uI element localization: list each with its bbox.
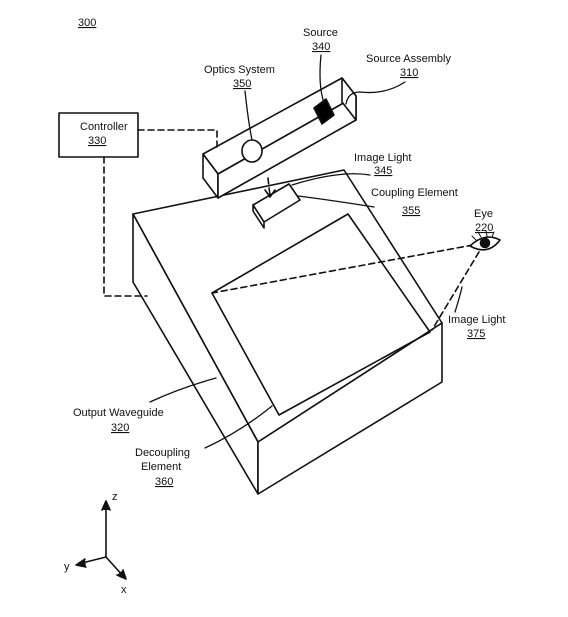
leader-source-assembly bbox=[345, 81, 406, 105]
decoupling-element-label-line2: Element bbox=[141, 461, 181, 473]
coupling-element-ref: 355 bbox=[402, 205, 420, 217]
labels: Source 340 Source Assembly 310 Optics Sy… bbox=[64, 27, 505, 596]
leader-lines bbox=[149, 54, 463, 449]
output-waveguide-ref: 320 bbox=[111, 422, 129, 434]
decoupling-element-label-line1: Decoupling bbox=[135, 447, 190, 459]
image-light-375-ray bbox=[431, 251, 480, 331]
controller-ref: 330 bbox=[88, 135, 106, 147]
waveguide-right-face bbox=[257, 322, 443, 495]
leader-output-waveguide bbox=[149, 377, 217, 403]
image-light-375-ref: 375 bbox=[467, 328, 485, 340]
source-assembly-ref: 310 bbox=[400, 67, 418, 79]
coupling-element-label: Coupling Element bbox=[371, 187, 458, 199]
axes bbox=[75, 500, 127, 580]
output-waveguide-block bbox=[132, 169, 443, 495]
source-block bbox=[313, 98, 335, 125]
leader-decoupling-element bbox=[204, 405, 273, 449]
leader-image-light-345 bbox=[291, 173, 371, 186]
source-assembly-label: Source Assembly bbox=[366, 53, 451, 65]
image-light-345-label: Image Light bbox=[354, 152, 411, 164]
output-waveguide-label: Output Waveguide bbox=[73, 407, 164, 419]
eye-label: Eye bbox=[474, 208, 493, 220]
decoupling-element-ref: 360 bbox=[155, 476, 173, 488]
controller-box bbox=[58, 112, 139, 158]
image-light-345-ref: 345 bbox=[374, 165, 392, 177]
leader-coupling-element bbox=[297, 195, 375, 208]
leader-optics-system bbox=[244, 90, 253, 141]
optics-system-label: Optics System bbox=[204, 64, 275, 76]
leader-image-light-375 bbox=[454, 286, 463, 313]
eye-ref: 220 bbox=[475, 222, 493, 234]
optics-system-ref: 350 bbox=[233, 78, 251, 90]
y-axis-label: y bbox=[64, 561, 70, 573]
z-axis-label: z bbox=[112, 491, 118, 503]
source-label: Source bbox=[303, 27, 338, 39]
source-assembly-bar bbox=[202, 77, 357, 199]
decoupling-element-shape bbox=[211, 213, 431, 416]
eye-icon bbox=[469, 230, 501, 251]
eye-to-decoupling-light bbox=[211, 244, 474, 294]
image-light-arrowhead bbox=[264, 189, 276, 198]
optics-lens-circle bbox=[241, 139, 263, 163]
source-ref: 340 bbox=[312, 41, 330, 53]
figure-number: 300 bbox=[78, 17, 96, 29]
controller-label: Controller bbox=[80, 121, 128, 133]
image-light-375-label: Image Light bbox=[448, 314, 505, 326]
controller-to-optics-line bbox=[137, 129, 218, 151]
coupling-element-shape bbox=[252, 183, 301, 229]
optics-to-coupling-light bbox=[267, 177, 271, 197]
controller-to-waveguide-line bbox=[103, 156, 148, 297]
x-axis-label: x bbox=[121, 584, 127, 596]
bar-side-face bbox=[341, 77, 357, 121]
dashed-connections bbox=[103, 129, 480, 331]
leader-source bbox=[319, 54, 325, 104]
